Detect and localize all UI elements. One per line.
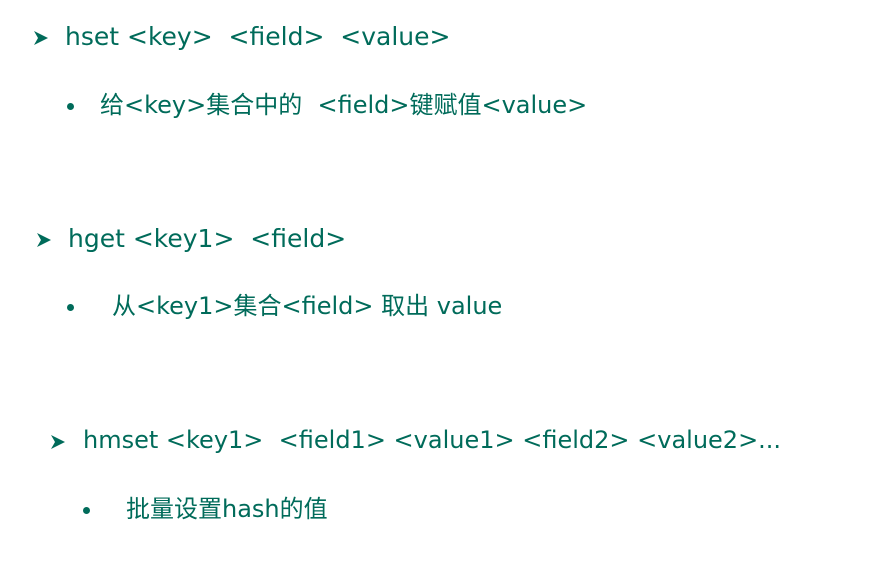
- command-line-hget: hget <key1> <field>: [36, 226, 636, 256]
- bullet-icon: [67, 304, 74, 311]
- description-line-hget: 从<key1>集合<field> 取出 value: [67, 294, 687, 324]
- arrowhead-icon: [51, 435, 65, 449]
- description-text: 批量设置hash的值: [126, 495, 328, 523]
- command-text: hget <key1> <field>: [68, 224, 347, 253]
- arrowhead-icon: [37, 233, 51, 247]
- command-line-hmset: hmset <key1> <field1> <value1> <field2> …: [50, 428, 878, 458]
- description-line-hmset: 批量设置hash的值: [83, 497, 703, 527]
- arrowhead-icon: [34, 31, 48, 45]
- command-text: hset <key> <field> <value>: [65, 22, 451, 51]
- command-text: hmset <key1> <field1> <value1> <field2> …: [83, 426, 782, 454]
- description-text: 给<key>集合中的 <field>键赋值<value>: [100, 91, 588, 119]
- bullet-icon: [83, 507, 90, 514]
- description-line-hset: 给<key>集合中的 <field>键赋值<value>: [67, 93, 687, 123]
- description-text: 从<key1>集合<field> 取出 value: [112, 292, 503, 320]
- command-line-hset: hset <key> <field> <value>: [33, 24, 633, 54]
- bullet-icon: [67, 103, 74, 110]
